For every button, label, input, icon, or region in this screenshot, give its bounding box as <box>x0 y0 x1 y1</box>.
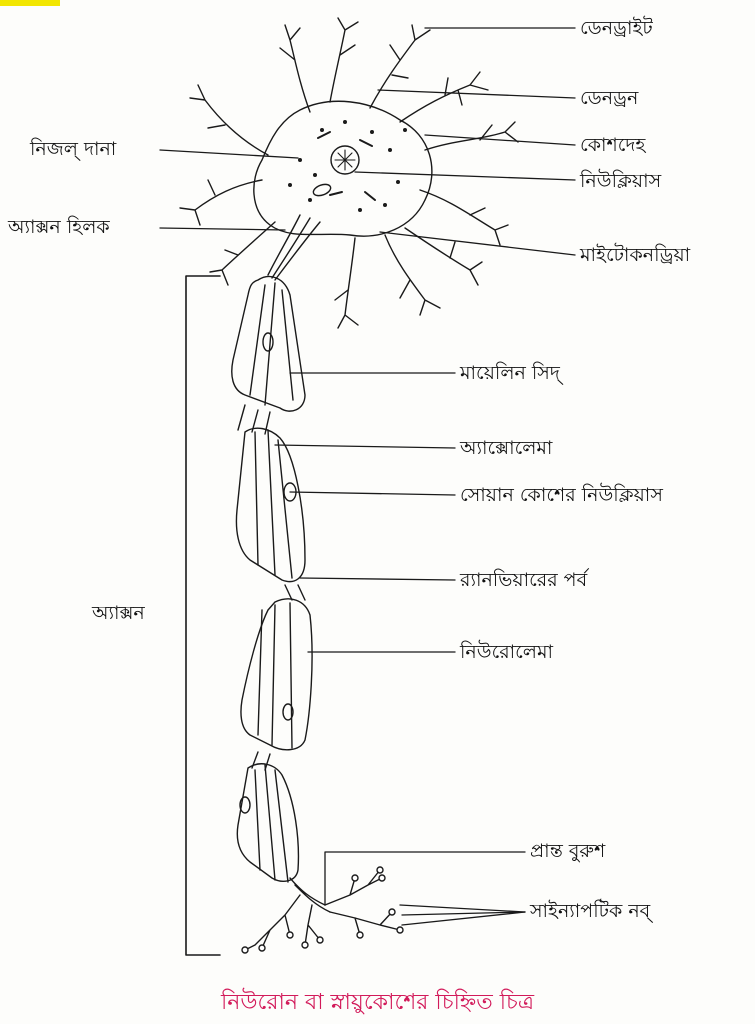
synaptic-knobs <box>241 866 404 954</box>
label-dendrite: ডেনড্রাইট <box>580 17 653 39</box>
label-myelin-sheath: মায়েলিন সিদ্ <box>460 362 560 384</box>
label-end-brush: প্রান্ত বুরুশ <box>530 840 606 862</box>
label-axolemma: অ্যাক্সোলেমা <box>460 437 553 459</box>
figure-caption: নিউরোন বা স্নায়ুকোশের চিহ্নিত চিত্র <box>220 990 535 1015</box>
highlight-mark <box>0 0 60 6</box>
label-mitochondria: মাইটোকনড্রিয়া <box>580 244 691 266</box>
cell-body-outline <box>253 100 433 237</box>
mitochondrion <box>312 183 332 197</box>
label-axon-hillock: অ্যাক্সন হিলক <box>8 216 110 238</box>
myelin-segments <box>231 275 313 883</box>
nissl-streaks <box>317 131 376 201</box>
axon-hillock <box>267 214 321 281</box>
label-schwann-nucleus: সোয়ান কোশের নিউক্লিয়াস <box>460 484 663 506</box>
end-brush <box>244 869 401 951</box>
label-synaptic-knob: সাইন্যাপটিক নব্ <box>530 900 651 922</box>
label-cell-body: কোশদেহ <box>580 134 646 156</box>
dendrites <box>179 17 519 329</box>
label-nissl-granule: নিজল্ দানা <box>30 138 117 160</box>
label-dendron: ডেনড্রন <box>580 87 639 109</box>
axon-bracket <box>185 275 221 956</box>
nucleus <box>330 145 360 175</box>
label-axon: অ্যাক্সন <box>92 602 145 624</box>
leader-lines <box>159 27 576 926</box>
nissl-granules <box>288 120 407 212</box>
label-node-of-ranvier: র‍্যানভিয়ারের পর্ব <box>460 569 588 591</box>
label-nucleus: নিউক্লিয়াস <box>580 170 662 192</box>
label-neurolemma: নিউরোলেমা <box>460 641 554 663</box>
